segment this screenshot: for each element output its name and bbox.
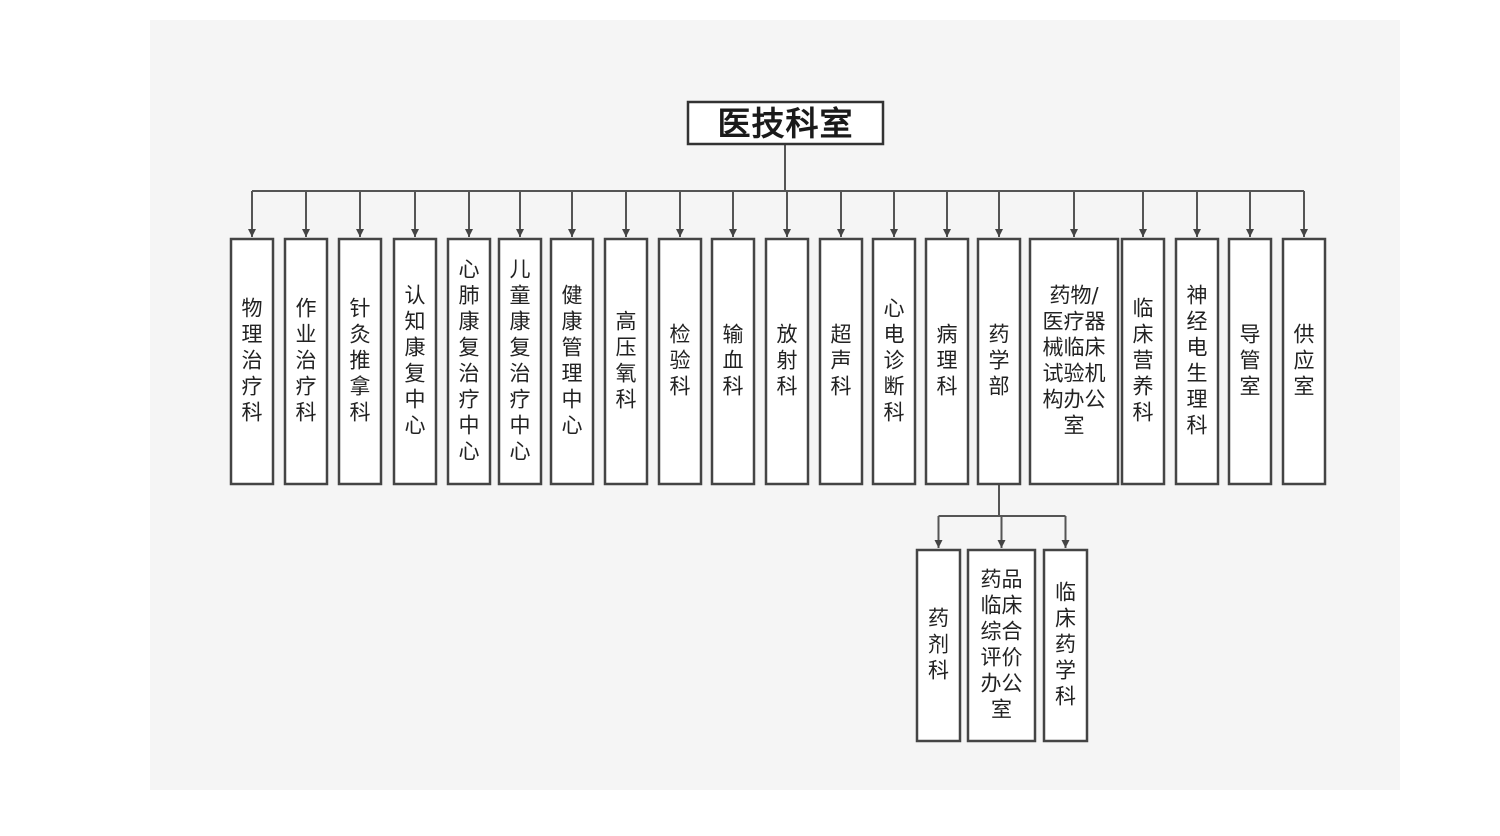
dept-laboratory: 检验科 [657,237,703,486]
sub-dispensary: 药剂科 [915,548,962,743]
dept-box-cognitive [392,237,438,486]
dept-box-physio [229,237,275,486]
sub-box-dispensary [915,548,962,743]
dept-ultrasound: 超声科 [818,237,864,486]
dept-physio: 物理治疗科 [229,237,275,486]
dept-physio-label: 物理治疗科 [242,297,263,425]
dept-box-radiology [764,237,810,486]
sub-drug-eval: 药品临床综合评价办公室 [966,548,1037,743]
dept-catheter: 导管室 [1227,237,1273,486]
dept-pediatric-label: 儿童康复治疗中心 [510,258,531,464]
dept-ecg: 心电诊断科 [871,237,917,486]
dept-box-pediatric [497,237,543,486]
dept-box-hyperbaric [603,237,649,486]
dept-clinical-trial: 药物/医疗器械临床试验机构办公室 [1028,237,1120,486]
dept-supply: 供应室 [1281,237,1327,486]
dept-box-ultrasound [818,237,864,486]
dept-occupational: 作业治疗科 [283,237,329,486]
dept-pharmacy-label: 药学部 [989,323,1010,399]
dept-pediatric: 儿童康复治疗中心 [497,237,543,486]
sub-dispensary-label: 药剂科 [928,607,949,683]
dept-box-clinical-trial [1028,237,1120,486]
dept-nutrition: 临床营养科 [1120,237,1166,486]
dept-hyperbaric-label: 高压氧科 [616,310,637,412]
dept-ultrasound-label: 超声科 [831,323,852,399]
dept-box-pharmacy [976,237,1022,486]
dept-neuro-label: 神经电生理科 [1187,284,1208,438]
sub-clinical-pharmacy: 临床药学科 [1042,548,1089,743]
dept-box-cardiopulmonary [446,237,492,486]
dept-health-mgmt: 健康管理中心 [549,237,595,486]
dept-health-mgmt-label: 健康管理中心 [562,284,583,438]
dept-acupuncture: 针灸推拿科 [337,237,383,486]
dept-box-health-mgmt [549,237,595,486]
root-title: 医技科室 [718,104,854,143]
dept-transfusion-label: 输血科 [723,323,744,399]
dept-catheter-label: 导管室 [1240,323,1261,399]
dept-box-nutrition [1120,237,1166,486]
root-box [686,100,885,146]
dept-box-neuro [1174,237,1220,486]
dept-box-supply [1281,237,1327,486]
dept-box-occupational [283,237,329,486]
sub-box-clinical-pharmacy [1042,548,1089,743]
dept-pathology-label: 病理科 [937,323,958,399]
connector-lines [248,144,1308,548]
dept-cardiopulmonary-label: 心肺康复治疗中心 [459,258,480,464]
department-nodes: 物理治疗科 作业治疗科 针灸推拿科 认知康复中心 心肺康复治疗中心 儿童康复治疗中心 健康管… [229,237,1327,486]
dept-hyperbaric: 高压氧科 [603,237,649,486]
dept-box-acupuncture [337,237,383,486]
dept-ecg-label: 心电诊断科 [884,297,905,425]
dept-cardiopulmonary: 心肺康复治疗中心 [446,237,492,486]
dept-box-catheter [1227,237,1273,486]
dept-pathology: 病理科 [924,237,970,486]
dept-box-ecg [871,237,917,486]
dept-box-transfusion [710,237,756,486]
dept-occupational-label: 作业治疗科 [296,297,317,425]
dept-radiology: 放射科 [764,237,810,486]
dept-supply-label: 供应室 [1294,323,1315,399]
root-node: 医技科室 [686,100,885,146]
dept-cognitive: 认知康复中心 [392,237,438,486]
dept-laboratory-label: 检验科 [670,323,691,399]
dept-pharmacy: 药学部 [976,237,1022,486]
dept-clinical-trial-label: 药物/医疗器械临床试验机构办公室 [1043,284,1106,438]
dept-nutrition-label: 临床营养科 [1133,297,1154,425]
sub-drug-eval-label: 药品临床综合评价办公室 [981,568,1023,722]
dept-transfusion: 输血科 [710,237,756,486]
dept-neuro: 神经电生理科 [1174,237,1220,486]
dept-box-pathology [924,237,970,486]
sub-clinical-pharmacy-label: 临床药学科 [1055,581,1076,709]
pharmacy-sub-nodes: 药剂科 药品临床综合评价办公室 临床药学科 [915,548,1089,743]
dept-radiology-label: 放射科 [777,323,798,399]
sub-box-drug-eval [966,548,1037,743]
dept-cognitive-label: 认知康复中心 [405,284,426,438]
dept-box-laboratory [657,237,703,486]
dept-acupuncture-label: 针灸推拿科 [350,297,371,425]
